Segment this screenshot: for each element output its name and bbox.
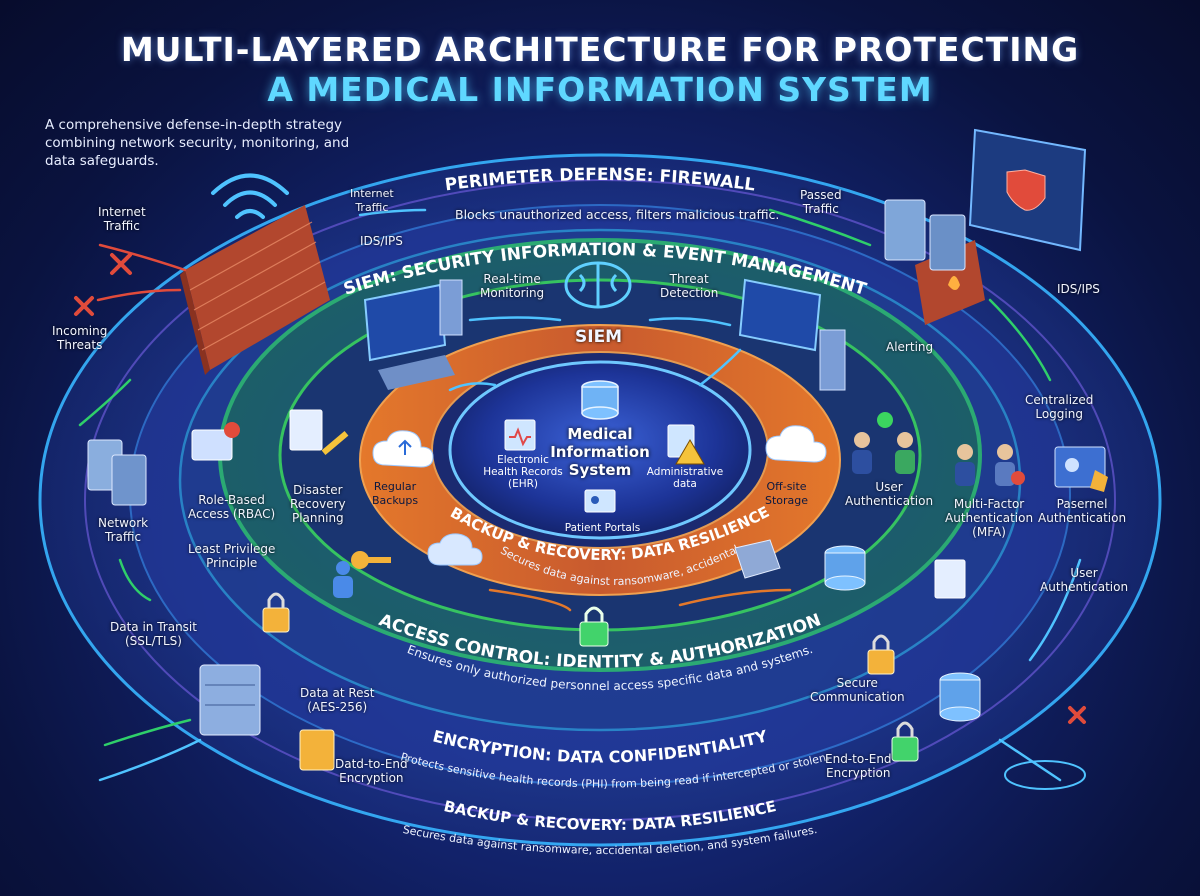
label-alerting: Alerting: [886, 340, 934, 354]
key-icon: [351, 551, 391, 569]
core-admin-label: Administrative data: [640, 466, 730, 490]
cloud-offsite-icon: [765, 425, 827, 463]
label-data-at-rest: Data at Rest(AES-256): [300, 686, 375, 714]
core-ehr-l3: (EHR): [507, 478, 539, 490]
label-idsips-right: IDS/IPS: [1057, 282, 1100, 296]
core-portals-label: Patient Portals: [564, 522, 641, 534]
document-pen-icon: [289, 409, 349, 455]
core-ehr-label: Electronic Health Records (EHR): [478, 454, 568, 490]
siem-center-label: SIEM: [575, 327, 623, 347]
lock-bottom-right-icon: [891, 721, 919, 762]
threat-x-icons: [74, 253, 1086, 724]
lock-center-icon: [579, 606, 609, 647]
server-bottom-left-icon: [199, 664, 261, 736]
core-title-l3: System: [568, 461, 632, 479]
mfa-users-icon: [955, 444, 1025, 486]
core-title: Medical Information System: [540, 425, 660, 479]
target-ring-icon: [1004, 760, 1086, 790]
patient-portal-icon: [584, 489, 616, 513]
page-title-line2: A MEDICAL INFORMATION SYSTEM: [267, 70, 933, 109]
rbac-card-icon: [191, 422, 240, 461]
database-right-icon: [824, 545, 866, 591]
lock-left-icon: [262, 592, 290, 633]
database-far-right-icon: [939, 672, 981, 722]
lock-right-icon: [867, 634, 895, 675]
cloud-network-icon: [427, 533, 483, 566]
label-data-in-transit: Data in Transit(SSL/TLS): [110, 620, 197, 648]
core-admin-l1: Administrative: [646, 466, 724, 478]
flow-arrows: [78, 208, 1082, 782]
core-ehr-l1: Electronic: [497, 454, 549, 466]
core-admin-l2: data: [673, 478, 697, 490]
perimeter-desc: Blocks unauthorized access, filters mali…: [455, 207, 780, 222]
brain-icon: [564, 261, 632, 309]
ehr-document-icon: [504, 419, 536, 451]
storage-device-icon: [734, 539, 781, 579]
file-lock-icon: [934, 559, 966, 599]
server-right-icon: [884, 199, 966, 271]
users-right-icon: [852, 412, 915, 474]
core-ehr-l2: Health Records: [483, 466, 563, 478]
monitor-shield-icon: [968, 128, 1087, 252]
user-figure-left-icon: [333, 561, 353, 598]
page-subtitle: A comprehensive defense-in-depth strateg…: [45, 117, 350, 169]
folder-icon: [299, 729, 335, 771]
firewall-wall-icon: [180, 205, 330, 375]
siem-computer-right-icon: [738, 278, 846, 391]
label-idsips-left: IDS/IPS: [360, 234, 403, 248]
core-title-l2: Information: [550, 443, 650, 461]
admin-document-icon: [667, 424, 705, 465]
page-title-line1: MULTI-LAYERED ARCHITECTURE FOR PROTECTIN…: [120, 30, 1080, 69]
wifi-icon: [211, 173, 289, 219]
server-left-icon: [87, 439, 147, 506]
cloud-backup-icon: [372, 430, 434, 468]
siem-computer-left-icon: [363, 279, 463, 390]
core-title-l1: Medical: [567, 425, 633, 443]
profile-window-icon: [1054, 446, 1108, 492]
database-icon: [581, 380, 619, 420]
